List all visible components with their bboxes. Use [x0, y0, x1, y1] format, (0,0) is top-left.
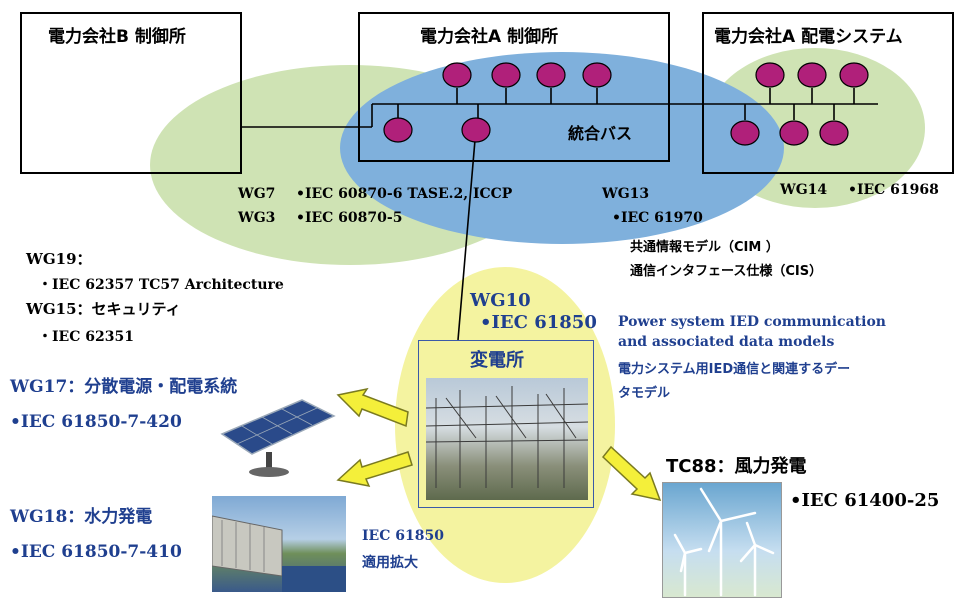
- node: [491, 62, 521, 88]
- node: [797, 62, 827, 88]
- company-a-distribution-box: [702, 12, 954, 174]
- hydro-dam-image: [212, 496, 346, 592]
- wg13-cim: 共通情報モデル（CIM ）: [630, 240, 779, 255]
- wg13-label: WG13: [602, 186, 650, 202]
- node: [730, 120, 760, 146]
- node: [779, 120, 809, 146]
- wg10-label: WG10: [470, 290, 531, 311]
- node: [755, 62, 785, 88]
- wg7-label: WG7: [238, 186, 276, 202]
- tc88-title: TC88：風力発電: [666, 456, 807, 477]
- wg7-standard: •IEC 60870-6 TASE.2, ICCP: [296, 186, 513, 202]
- wg15-standard: ・IEC 62351: [38, 329, 134, 345]
- wg14-label: WG14: [780, 182, 828, 198]
- node: [383, 117, 413, 143]
- node: [819, 120, 849, 146]
- wg18-title: WG18：水力発電: [10, 507, 153, 527]
- node: [442, 62, 472, 88]
- expansion-line1: IEC 61850: [362, 528, 444, 544]
- wg14-standard: •IEC 61968: [848, 182, 939, 198]
- company-a-control-box: [358, 12, 670, 162]
- wg18-standard: •IEC 61850-7-410: [10, 542, 182, 562]
- tc88-standard: •IEC 61400-25: [790, 490, 940, 511]
- wg15-label: WG15：セキュリティ: [26, 300, 181, 318]
- bus-lines: [242, 88, 878, 341]
- company-b-box: [20, 12, 242, 174]
- arrow-to-solar: [336, 387, 409, 428]
- node: [536, 62, 566, 88]
- node: [461, 117, 491, 143]
- ied-description-jp-2: タモデル: [618, 386, 671, 401]
- arrow-to-hydro: [336, 451, 413, 488]
- node: [839, 62, 869, 88]
- arrow-to-wind: [601, 445, 662, 502]
- blue-ellipse: [340, 52, 784, 244]
- wg17-title: WG17：分散電源・配電系統: [10, 377, 238, 397]
- ied-description-jp-1: 電力システム用IED通信と関連するデー: [618, 362, 851, 377]
- wg10-standard: •IEC 61850: [480, 312, 597, 333]
- expansion-line2: 適用拡大: [362, 555, 418, 571]
- wg3-standard: •IEC 60870-5: [296, 210, 403, 226]
- wg13-standard: •IEC 61970: [612, 210, 703, 226]
- substation-box: [418, 340, 594, 508]
- wg3-label: WG3: [238, 210, 276, 226]
- ied-description-en-2: and associated data models: [618, 334, 835, 350]
- wg19-label: WG19：: [26, 250, 92, 268]
- company-a-control-title: 電力会社A 制御所: [420, 27, 559, 47]
- wg17-standard: •IEC 61850-7-420: [10, 412, 182, 432]
- wind-turbine-image: [662, 482, 782, 598]
- ied-description-en-1: Power system IED communication: [618, 314, 886, 330]
- integrated-bus-label: 統合バス: [568, 124, 633, 143]
- substation-photo: [426, 378, 588, 500]
- node: [582, 62, 612, 88]
- substation-label: 変電所: [470, 350, 524, 371]
- wg19-standard: ・IEC 62357 TC57 Architecture: [38, 277, 284, 293]
- company-a-distribution-title: 電力会社A 配電システム: [714, 27, 903, 47]
- solar-panel-image: [212, 392, 342, 482]
- bus-nodes: [383, 62, 869, 146]
- wg13-cis: 通信インタフェース仕様（CIS）: [630, 264, 823, 279]
- company-b-title: 電力会社B 制御所: [48, 27, 186, 47]
